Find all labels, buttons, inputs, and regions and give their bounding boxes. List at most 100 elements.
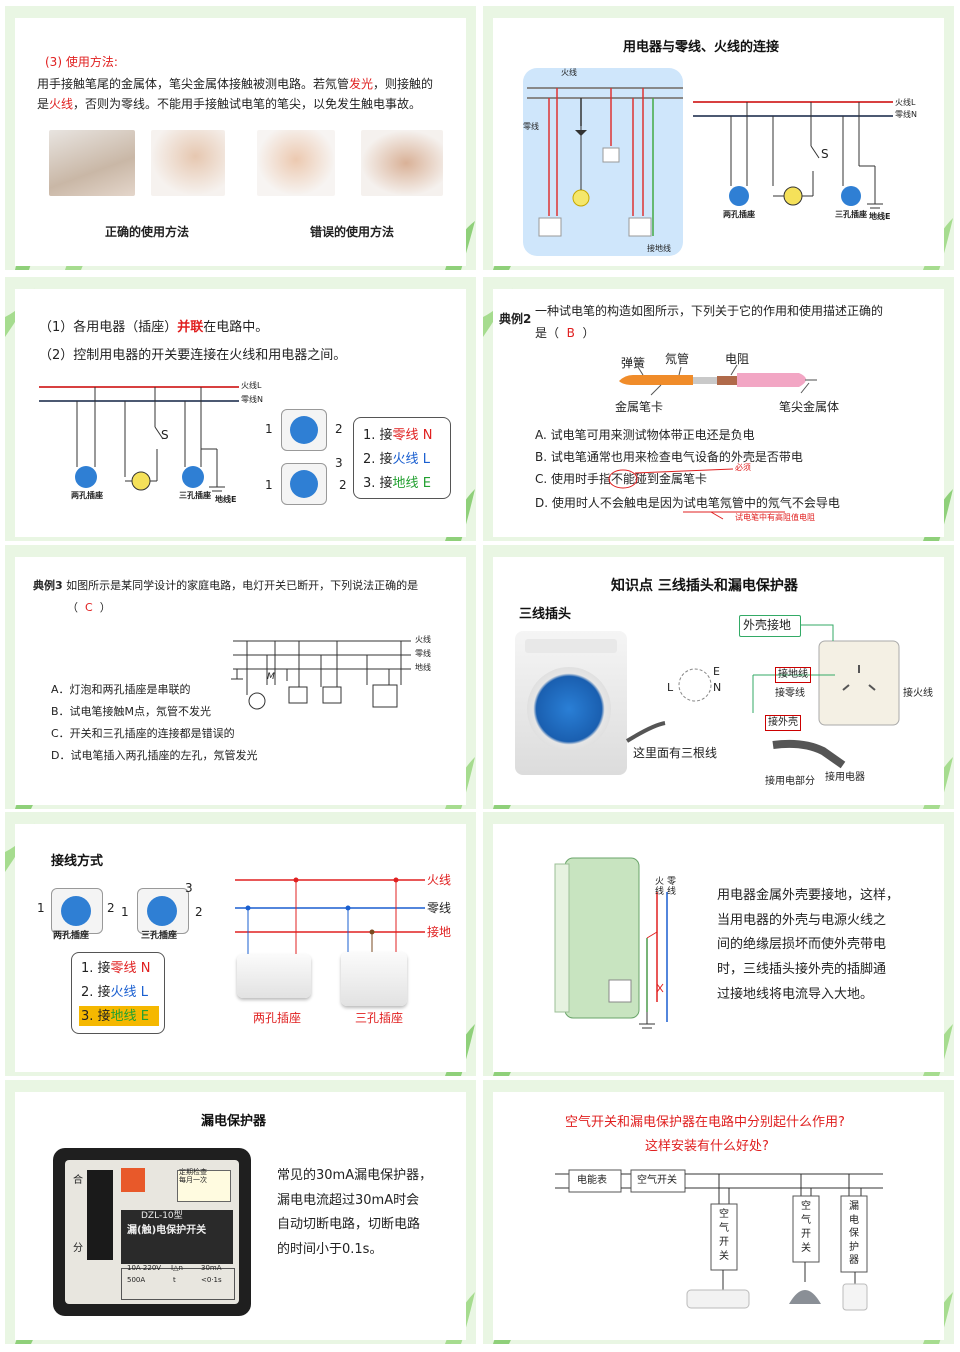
label-branch-3: 漏电保护器: [849, 1201, 859, 1266]
label-zero: 零线: [523, 122, 539, 131]
annotation-note-1: 必须: [735, 463, 751, 472]
fridge-grounding-drawing: [554, 857, 668, 1029]
legend-item: 1. 接零线 N: [81, 961, 151, 976]
slide-title: 漏电保护器: [201, 1114, 267, 1129]
device-spec-3: I△n: [171, 1264, 183, 1272]
slide-title: 接线方式: [51, 854, 104, 869]
caption-correct: 正确的使用方法: [105, 225, 190, 239]
label-ground: 接地: [427, 925, 452, 939]
option-b: B. 试电笔通常也用来检查电气设备的外壳是否带电: [535, 450, 803, 464]
question-line-2: 是（ B ）: [535, 326, 595, 340]
legend-highlight: [79, 1006, 159, 1026]
pin-1-label: 1: [265, 422, 273, 436]
question-line-1: 空气开关和漏电保护器在电路中分别起什么作用?: [565, 1115, 845, 1130]
distribution-diagram: [555, 1169, 883, 1311]
option-c: C. 使用时手指不能碰到金属笔卡: [535, 472, 708, 486]
option-a: A．灯泡和两孔插座是串联的: [51, 683, 191, 696]
label-spring: 弹簧: [621, 356, 646, 370]
question-line-2: 这样安装有什么好处?: [645, 1139, 769, 1154]
slide-usage-method: (3) 使用方法: 用手接触笔尾的金属体，笔尖金属体接触被测电路。若氖管发光，则…: [5, 6, 476, 270]
label-two-hole: 两孔插座: [53, 931, 90, 941]
label-part: 接用电部分: [765, 776, 815, 787]
label-shell-ground: [739, 615, 801, 637]
three-hole-socket-icon: [281, 463, 327, 505]
label-E: 地线E: [869, 212, 891, 221]
annotation-marks: [608, 468, 785, 520]
question-line-2: （ C ）: [67, 601, 111, 614]
question-line-1: 典例3 如图所示是某同学设计的家庭电路，电灯开关已断开，下列说法正确的是: [33, 579, 419, 592]
pin-2-label: 2: [335, 422, 343, 436]
slide-shell-grounding: 火线 零线 用电器金属外壳要接地，这样， 当用电器的外壳与电源火线之 间的绝缘层…: [483, 812, 954, 1076]
two-hole-socket-icon: [51, 888, 103, 934]
section-subtitle: 三线插头: [519, 607, 572, 622]
label-N: N: [713, 681, 722, 694]
tester-pen-drawing: [619, 364, 817, 396]
label-branch-1: 空气开关: [719, 1209, 729, 1262]
pin-1-label: 1: [121, 905, 129, 919]
schematic-diagram: [693, 101, 893, 209]
photo-wrong-2: [361, 130, 443, 196]
label-shell: 接外壳: [765, 715, 801, 731]
socket-wiring-diagram: [235, 877, 425, 962]
explanation-text: 用电器金属外壳要接地，这样， 当用电器的外壳与电源火线之 间的绝缘层损坏而使外壳…: [717, 888, 900, 1002]
annotation-note-2: 试电笔中有高阻值电阻: [735, 513, 815, 522]
label-fire: 火线: [655, 877, 665, 897]
text-line-1: 用手接触笔尾的金属体，笔尖金属体接触被测电路。若氖管发光，则接触的: [37, 77, 434, 91]
question-line-1: 一种试电笔的构造如图所示，下列关于它的作用和使用描述正确的: [535, 304, 884, 318]
device-spec-2: 500A: [127, 1276, 146, 1284]
device-spec-5: 30mA: [201, 1264, 222, 1272]
device-model: DZL-10型: [141, 1211, 183, 1221]
label-E: 地线E: [215, 495, 237, 504]
slide-leakage-protector: 漏电保护器 合 分 定期检查每月一次 DZL-10型 漏(触)电保护开关 10A…: [5, 1080, 476, 1344]
label-ground: 地线: [415, 663, 431, 672]
plug-wiring-drawing: [625, 624, 900, 769]
device-name: 漏(触)电保护开关: [127, 1225, 207, 1236]
label-three-wires: 这里面有三根线: [633, 746, 718, 760]
label-branch-2: 空气开关: [801, 1201, 811, 1254]
label-two-hole: 两孔插座: [723, 210, 755, 219]
explanation-text: 常见的30mA漏电保护器， 漏电电流超过30mA时会 自动切断电路，切断电路 的…: [277, 1168, 433, 1258]
rule-2: （2）控制用电器的开关要连接在火线和用电器之间。: [39, 348, 347, 363]
legend-item: 3. 接地线 E: [81, 1009, 149, 1024]
caption-wrong: 错误的使用方法: [310, 225, 395, 239]
label-fire: 火线: [415, 635, 431, 644]
label-S: S: [161, 428, 169, 442]
label-resistor: 电阻: [725, 352, 750, 366]
caption-two-hole: 两孔插座: [253, 1011, 302, 1025]
slide-card: [493, 289, 944, 537]
label-neon: 氖管: [665, 352, 690, 366]
label-E: E: [713, 665, 720, 678]
slide-card: [15, 557, 466, 805]
label-zero: 零线: [667, 877, 677, 897]
pin-2-label: 2: [107, 901, 115, 915]
caption-three-hole: 三孔插座: [355, 1011, 404, 1025]
device-off-label: 分: [73, 1243, 83, 1254]
device-spec-1: 10A 220V: [127, 1264, 162, 1272]
leakage-protector-photo: [53, 1148, 251, 1316]
photo-correct-1: [49, 130, 135, 196]
label-three-hole: 三孔插座: [141, 931, 178, 941]
label-three-hole: 三孔插座: [179, 491, 211, 500]
label-M: M: [267, 672, 275, 682]
label-shell-ground-text: 外壳接地: [743, 618, 792, 632]
example-tag: 典例2: [499, 312, 532, 326]
pin-legend: [353, 417, 451, 499]
label-ground-wire: 接地线: [775, 667, 811, 683]
label-fire-wire: 接火线: [903, 688, 933, 699]
device-spec-4: t: [173, 1276, 176, 1284]
option-c: C．开关和三孔插座的连接都是错误的: [51, 727, 235, 740]
legend-item: 3. 接地线 E: [363, 476, 431, 491]
label-tip: 笔尖金属体: [779, 400, 840, 414]
label-ground: 接地线: [647, 244, 671, 253]
device-on-label: 合: [73, 1175, 83, 1186]
text-line-2: 是火线，否则为零线。不能用手接触试电笔的笔尖，以免发生触电事故。: [37, 97, 422, 111]
pin-3-label: 3: [185, 881, 193, 895]
two-hole-socket-icon: [281, 409, 327, 451]
photo-correct-2: [151, 130, 225, 196]
slide-breaker-question: 空气开关和漏电保护器在电路中分别起什么作用? 这样安装有什么好处? 电能表 空气…: [483, 1080, 954, 1344]
slide-example-2: 典例2 一种试电笔的构造如图所示，下列关于它的作用和使用描述正确的 是（ B ）…: [483, 277, 954, 541]
slide-title: 用电器与零线、火线的连接: [623, 40, 780, 55]
label-L: 火线L: [895, 98, 916, 107]
section-heading: (3) 使用方法:: [45, 55, 118, 69]
slide-parallel-rule: （1）各用电器（插座）并联在电路中。 （2）控制用电器的开关要连接在火线和用电器…: [5, 277, 476, 541]
